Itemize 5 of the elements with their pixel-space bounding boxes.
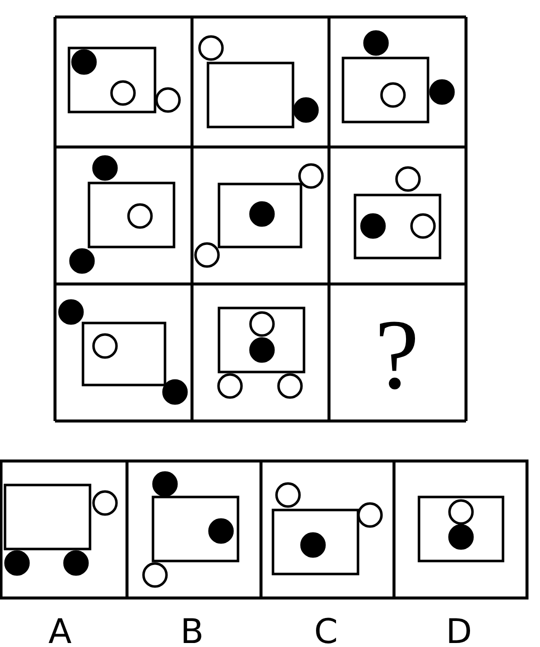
option-letter: C [314,615,338,647]
question-mark: ? [374,305,420,405]
option-letter: A [48,615,72,647]
option-letter: B [180,615,204,647]
option-letter: D [446,615,472,647]
